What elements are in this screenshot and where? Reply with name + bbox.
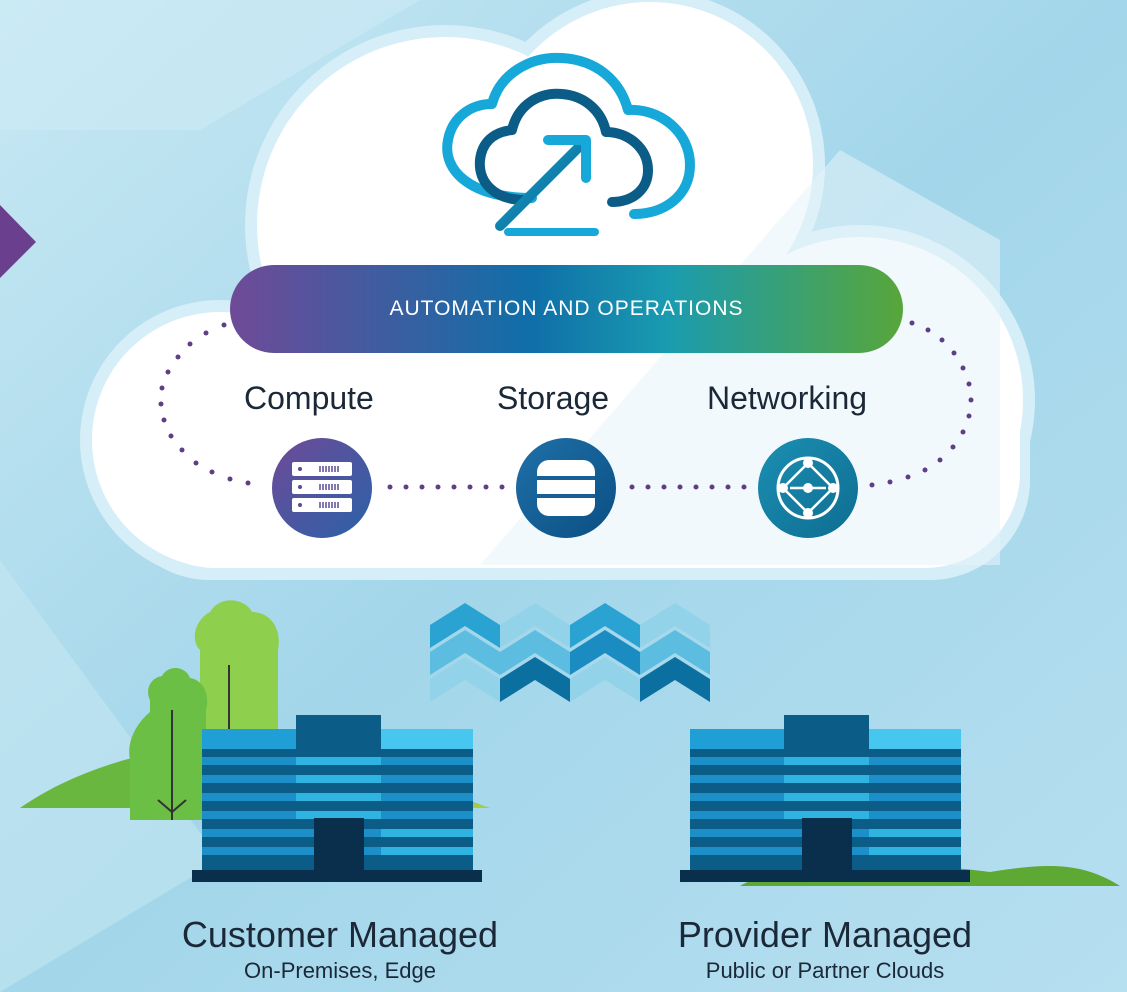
networking-label: Networking xyxy=(707,380,868,416)
tree-icon xyxy=(129,600,279,820)
purple-arrow-tip xyxy=(0,205,36,278)
storage-label: Storage xyxy=(497,380,610,416)
customer-managed-title: Customer Managed xyxy=(181,914,499,955)
provider-managed-subtitle: Public or Partner Clouds xyxy=(705,958,945,983)
provider-managed-title: Provider Managed xyxy=(677,914,973,955)
server-stack-icon xyxy=(272,438,372,538)
office-building-icon-left xyxy=(192,715,482,882)
upward-chevrons-icon xyxy=(430,603,710,702)
cloud-arrow-icon xyxy=(442,52,695,236)
customer-managed-subtitle: On-Premises, Edge xyxy=(244,958,436,983)
network-hub-icon xyxy=(758,438,858,538)
automation-operations-banner: AUTOMATION AND OPERATIONS xyxy=(230,265,903,353)
compute-label: Compute xyxy=(244,380,374,416)
office-building-icon-right xyxy=(680,715,970,882)
banner-label: AUTOMATION AND OPERATIONS xyxy=(389,297,744,320)
background-facet xyxy=(0,0,420,130)
dotted-connector-loop xyxy=(158,320,974,490)
database-icon xyxy=(516,438,616,538)
